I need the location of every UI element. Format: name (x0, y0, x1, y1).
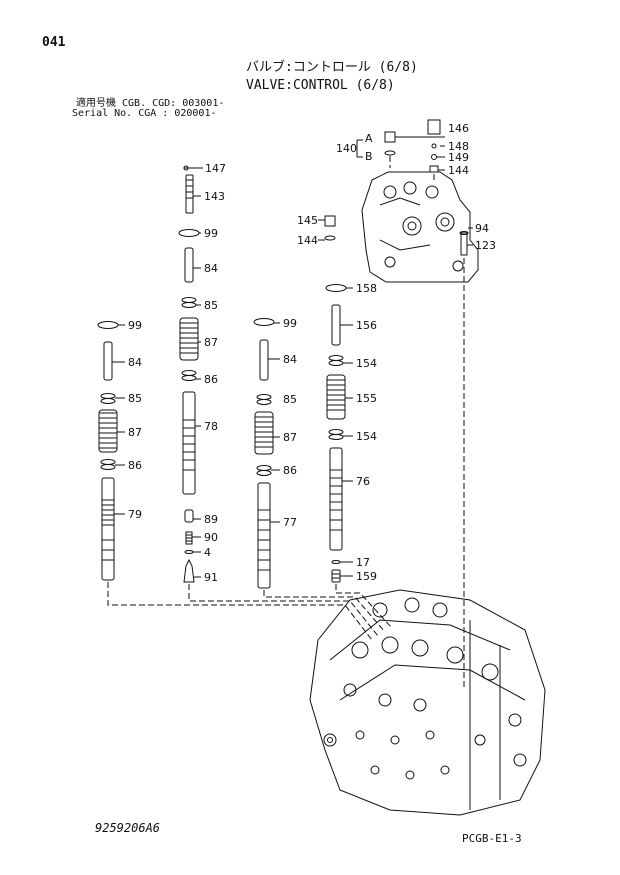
callout-91: 91 (204, 571, 218, 584)
assembly-lines (107, 156, 465, 690)
callout-144: 144 (448, 164, 469, 177)
serial-line-1: 適用号機 CGB. CGD: 003001- (76, 98, 225, 109)
callout-99: 99 (283, 317, 297, 330)
callout-85: 85 (204, 299, 218, 312)
title-english: VALVE:CONTROL (6/8) (246, 78, 395, 93)
callout-84: 84 (128, 356, 142, 369)
callout-87: 87 (128, 426, 142, 439)
callout-159: 159 (356, 570, 377, 583)
callout-146: 146 (448, 122, 469, 135)
leader-lines (112, 136, 473, 578)
callout-123: 123 (475, 239, 496, 252)
callout-148: 148 (448, 140, 469, 153)
callout-87: 87 (283, 431, 297, 444)
callout-158: 158 (356, 282, 377, 295)
callout-84: 84 (283, 353, 297, 366)
callout-86: 86 (204, 373, 218, 386)
callout-154: 154 (356, 430, 377, 443)
callout-147: 147 (205, 162, 226, 175)
callout-99: 99 (204, 227, 218, 240)
cover-block (324, 119, 479, 283)
callout-86: 86 (283, 464, 297, 477)
callout-4: 4 (204, 546, 211, 559)
callout-77: 77 (283, 516, 297, 529)
page-reference: PCGB-E1-3 (462, 832, 522, 845)
callout-A: A (365, 132, 373, 145)
callout-143: 143 (204, 190, 225, 203)
spool-column-1 (97, 321, 119, 581)
callout-144: 144 (297, 234, 318, 247)
callout-B: B (365, 150, 373, 163)
drawing-code: 9259206A6 (95, 821, 161, 835)
callout-140: 140 (336, 142, 357, 155)
spool-column-3 (253, 318, 275, 589)
callout-76: 76 (356, 475, 370, 488)
callout-156: 156 (356, 319, 377, 332)
spool-column-4 (325, 284, 347, 583)
callout-85: 85 (283, 393, 297, 406)
callout-84: 84 (204, 262, 218, 275)
serial-line-2: Serial No. CGA : 020001- (72, 108, 217, 119)
callout-90: 90 (204, 531, 218, 544)
callout-78: 78 (204, 420, 218, 433)
callout-154: 154 (356, 357, 377, 370)
callout-86: 86 (128, 459, 142, 472)
callout-149: 149 (448, 151, 469, 164)
title-japanese: バルブ:コントロール (6/8) (246, 60, 418, 75)
callout-94: 94 (475, 222, 489, 235)
callout-145: 145 (297, 214, 318, 227)
callout-87: 87 (204, 336, 218, 349)
callout-17: 17 (356, 556, 370, 569)
callout-79: 79 (128, 508, 142, 521)
callout-99: 99 (128, 319, 142, 332)
callout-89: 89 (204, 513, 218, 526)
callout-85: 85 (128, 392, 142, 405)
valve-body (309, 589, 546, 816)
callout-155: 155 (356, 392, 377, 405)
page-number: 041 (42, 35, 66, 50)
spool-column-2 (178, 165, 203, 583)
